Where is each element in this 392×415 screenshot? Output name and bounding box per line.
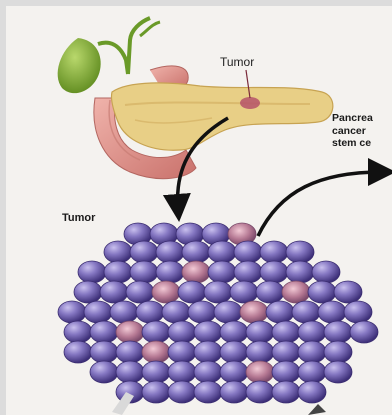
stem-cell [142,341,170,363]
stem-cell [152,281,180,303]
tumor-cell [256,281,284,303]
tumor-cell [74,281,102,303]
tumor-cell [246,341,274,363]
tumor-cell [324,361,352,383]
tumor-cell-cluster [58,223,378,403]
tumor-cell [90,321,118,343]
tumor-cell [272,321,300,343]
pancreatic-tumor-spot [240,97,260,109]
tumor-cell [168,321,196,343]
tumor-cell [194,321,222,343]
stem-cell [182,261,210,283]
tumor-cell [58,301,86,323]
tumor-cell [194,381,222,403]
stem-cell [246,361,274,383]
tumor-cell [142,381,170,403]
tumor-cell [324,321,352,343]
tumor-cell [104,261,132,283]
tumor-cell [116,341,144,363]
tumor-cell [104,241,132,263]
tumor-cell [312,261,340,283]
tumor-cell [130,241,158,263]
tumor-cell [272,361,300,383]
stem-cell [116,321,144,343]
tumor-cell [84,301,112,323]
tumor-cell [156,241,184,263]
tumor-cell [168,381,196,403]
tumor-cell [188,301,216,323]
tumor-cell [324,341,352,363]
tumor-cell [142,321,170,343]
tumor-cell [234,261,262,283]
tumor-cell [126,281,154,303]
tumor-cell [350,321,378,343]
tumor-cell [156,261,184,283]
tumor-cell [298,381,326,403]
tumor-cell [234,241,262,263]
bottom-fragment-right [308,404,326,415]
tumor-cell [298,321,326,343]
tumor-cell [220,361,248,383]
arrow-to-stem-cells [258,172,382,236]
tumor-cell [130,261,158,283]
tumor-cell [90,361,118,383]
tumor-cell [64,341,92,363]
pancreas [111,70,332,150]
tumor-cell [204,281,232,303]
tumor-cell [292,301,320,323]
tumor-cell [116,361,144,383]
tumor-cell [334,281,362,303]
tumor-cell [286,261,314,283]
stem-cell [240,301,268,323]
tumor-cell [194,341,222,363]
tumor-cell [298,361,326,383]
tumor-cell [142,361,170,383]
tumor-cell [318,301,346,323]
tumor-cell [230,281,258,303]
tumor-cell [182,241,210,263]
tumor-cell [344,301,372,323]
tumor-cell [308,281,336,303]
tumor-cell [260,241,288,263]
tumor-label-cluster: Tumor [62,212,95,224]
tumor-label-organ: Tumor [220,55,254,69]
tumor-cell [208,241,236,263]
tumor-cell [100,281,128,303]
tumor-cell [208,261,236,283]
tumor-cell [266,301,294,323]
tumor-cell [220,381,248,403]
tumor-cell [162,301,190,323]
tumor-cell [214,301,242,323]
stem-cell [282,281,310,303]
tumor-cell [272,381,300,403]
tumor-cell [272,341,300,363]
tumor-cell [260,261,288,283]
tumor-cell [168,341,196,363]
tumor-cell [168,361,196,383]
tumor-cell [286,241,314,263]
tumor-cell [90,341,118,363]
tumor-cell [220,341,248,363]
tumor-cell [136,301,164,323]
tumor-cell [220,321,248,343]
tumor-cell [78,261,106,283]
stem-cells-label: Pancrea cancer stem ce [332,112,373,150]
tumor-cell [64,321,92,343]
tumor-cell [194,361,222,383]
tumor-cell [298,341,326,363]
tumor-cell [246,381,274,403]
gallbladder [58,18,160,93]
tumor-cell [110,301,138,323]
tumor-cell [178,281,206,303]
tumor-cell [246,321,274,343]
